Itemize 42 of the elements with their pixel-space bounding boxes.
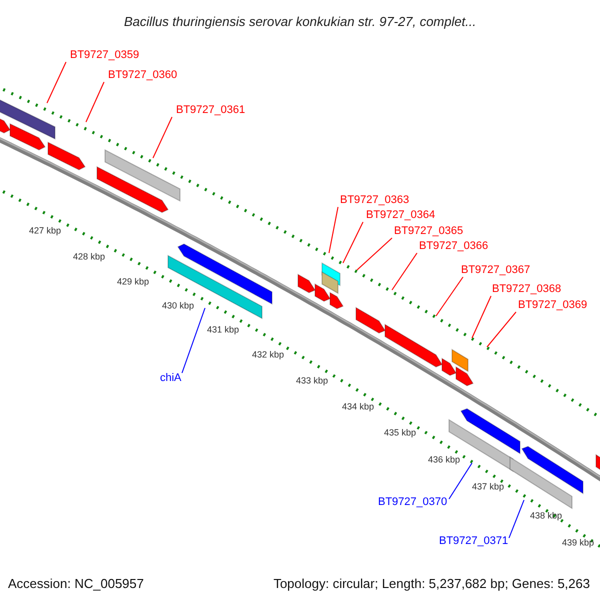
scale-label: 436 kbp xyxy=(428,454,460,466)
scale-label: 433 kbp xyxy=(296,376,328,386)
scale-label: 431 kbp xyxy=(206,324,240,336)
leader-line xyxy=(86,82,104,122)
gene-label: BT9727_0365 xyxy=(394,225,464,238)
leader-line xyxy=(342,222,364,264)
accession-text: Accession: NC_005957 xyxy=(8,575,144,593)
scale-label: 437 kbp xyxy=(472,482,504,492)
leader-line xyxy=(508,500,524,538)
leader-line xyxy=(328,206,338,254)
scale-label: 432 kbp xyxy=(252,350,284,360)
gene-label: BT9727_0364 xyxy=(366,209,436,222)
gene-label: BT9727_0359 xyxy=(70,49,140,62)
gene-label: BT9727_0368 xyxy=(492,283,562,296)
gene-label: BT9727_0367 xyxy=(461,264,530,277)
leader-line xyxy=(152,116,172,158)
gene-label: BT9727_0360 xyxy=(108,69,178,82)
gene-label: chiA xyxy=(160,372,182,385)
scale-label: 438 kbp xyxy=(530,510,562,522)
leader-line xyxy=(448,462,472,500)
gene-label: BT9727_0361 xyxy=(176,104,246,117)
scale-label: 430 kbp xyxy=(162,300,194,312)
gene-label: BT9727_0366 xyxy=(419,240,488,253)
map-title: Bacillus thuringiensis serovar konkukian str. 97-27, complet... xyxy=(122,13,478,31)
gene-label: BT9727_0363 xyxy=(340,194,410,207)
gene-label: BT9727_0369 xyxy=(518,299,588,312)
leader-line xyxy=(182,308,206,374)
leader-line xyxy=(356,238,392,270)
scale-label: 435 kbp xyxy=(384,428,416,438)
gene-label: BT9727_0370 xyxy=(378,496,448,509)
leader-line xyxy=(46,62,66,104)
genome-stats-text: Topology: circular; Length: 5,237,682 bp; Genes: 5,263 xyxy=(273,575,590,593)
leader-line xyxy=(436,276,464,316)
scale-label: 434 kbp xyxy=(342,402,374,412)
scale-label: 429 kbp xyxy=(116,276,150,288)
leader-line xyxy=(392,252,418,290)
leader-line xyxy=(486,312,516,348)
leader-line xyxy=(472,296,492,338)
gene-label: BT9727_0371 xyxy=(439,535,508,548)
scale-label: 428 kbp xyxy=(72,252,106,262)
scale-label: 439 kbp xyxy=(562,538,594,548)
scale-label: 427 kbp xyxy=(28,226,62,236)
